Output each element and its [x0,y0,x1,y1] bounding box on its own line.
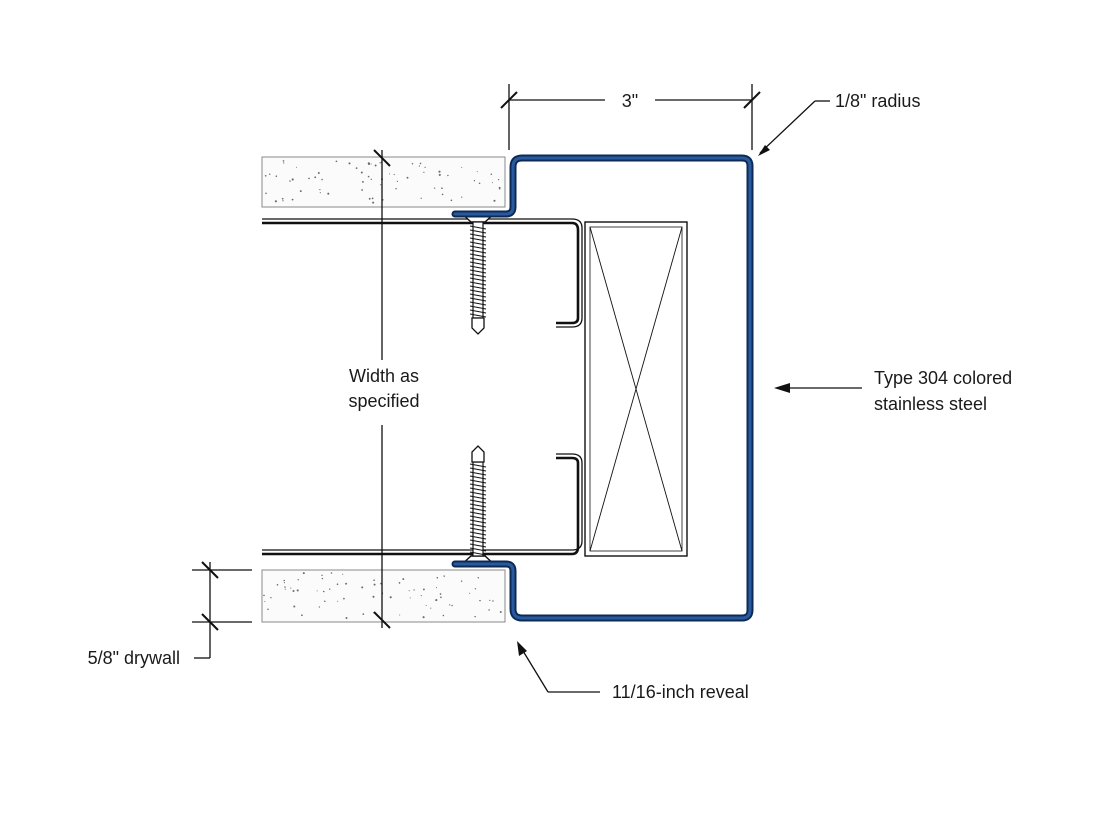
screw-bottom [458,445,498,567]
drywall-texture [263,160,502,619]
drywall-bottom [261,569,506,623]
metal-stud [262,218,583,556]
screw-top [458,211,498,335]
width-label-line1: Width as [349,366,419,386]
dimension-3in-label: 3" [622,91,638,111]
material-label-line1: Type 304 colored [874,368,1012,388]
material-leader [774,383,862,393]
dimension-width [373,149,391,629]
material-label-line2: stainless steel [874,394,987,414]
width-label-line2: specified [348,391,419,411]
drywall-top [261,156,506,208]
dimension-3in [500,84,761,150]
radius-label: 1/8" radius [835,91,920,111]
wood-blocking [584,221,688,557]
dimension-drywall [192,561,252,659]
stainless-steel-frame [451,154,754,622]
reveal-leader [517,641,600,693]
drywall-label: 5/8" drywall [88,648,180,668]
radius-leader [758,100,830,156]
reveal-label: 11/16-inch reveal [612,682,749,702]
